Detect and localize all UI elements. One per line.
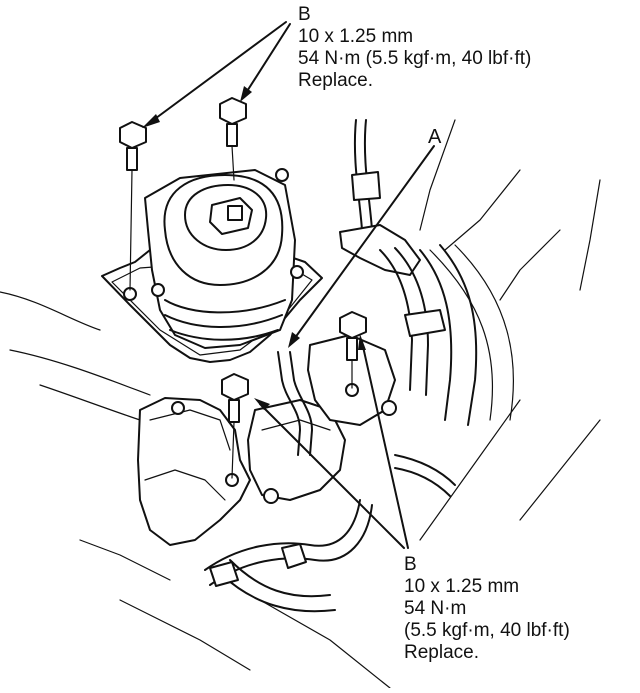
bolt-top-right xyxy=(219,97,247,147)
engine-mount xyxy=(144,169,296,349)
lower-hoses xyxy=(204,499,373,613)
leader-lines xyxy=(142,21,435,549)
callout-b-top-note: Replace. xyxy=(298,70,373,91)
callout-b-bottom-torque-alt: (5.5 kgf·m, 40 lbf·ft) xyxy=(404,620,570,641)
callout-b-top-letter: B xyxy=(298,4,311,25)
callout-a: A xyxy=(428,126,441,148)
bolt-lower-right xyxy=(339,311,367,361)
callout-a-letter: A xyxy=(428,126,442,148)
alignment-lines xyxy=(129,145,353,479)
callout-b-bottom-note: Replace. xyxy=(404,642,479,663)
callout-b-bottom-spec: 10 x 1.25 mm xyxy=(404,576,520,597)
bolt-lower-center xyxy=(221,373,249,423)
callout-b-top-torque: 54 N·m (5.5 kgf·m, 40 lbf·ft) xyxy=(298,48,532,69)
callout-b-top: B 10 x 1.25 mm 54 N·m (5.5 kgf·m, 40 lbf… xyxy=(298,4,531,92)
callout-b-bottom-letter: B xyxy=(404,554,417,575)
callout-b-bottom: B 10 x 1.25 mm 54 N·m (5.5 kgf·m, 40 lbf… xyxy=(404,554,570,664)
pipe-a xyxy=(277,119,478,497)
bolt-top-left xyxy=(119,121,147,171)
frame-lines xyxy=(0,119,601,689)
callout-b-bottom-torque: 54 N·m xyxy=(404,598,467,619)
callout-b-top-spec: 10 x 1.25 mm xyxy=(298,26,414,47)
studs xyxy=(123,168,397,504)
